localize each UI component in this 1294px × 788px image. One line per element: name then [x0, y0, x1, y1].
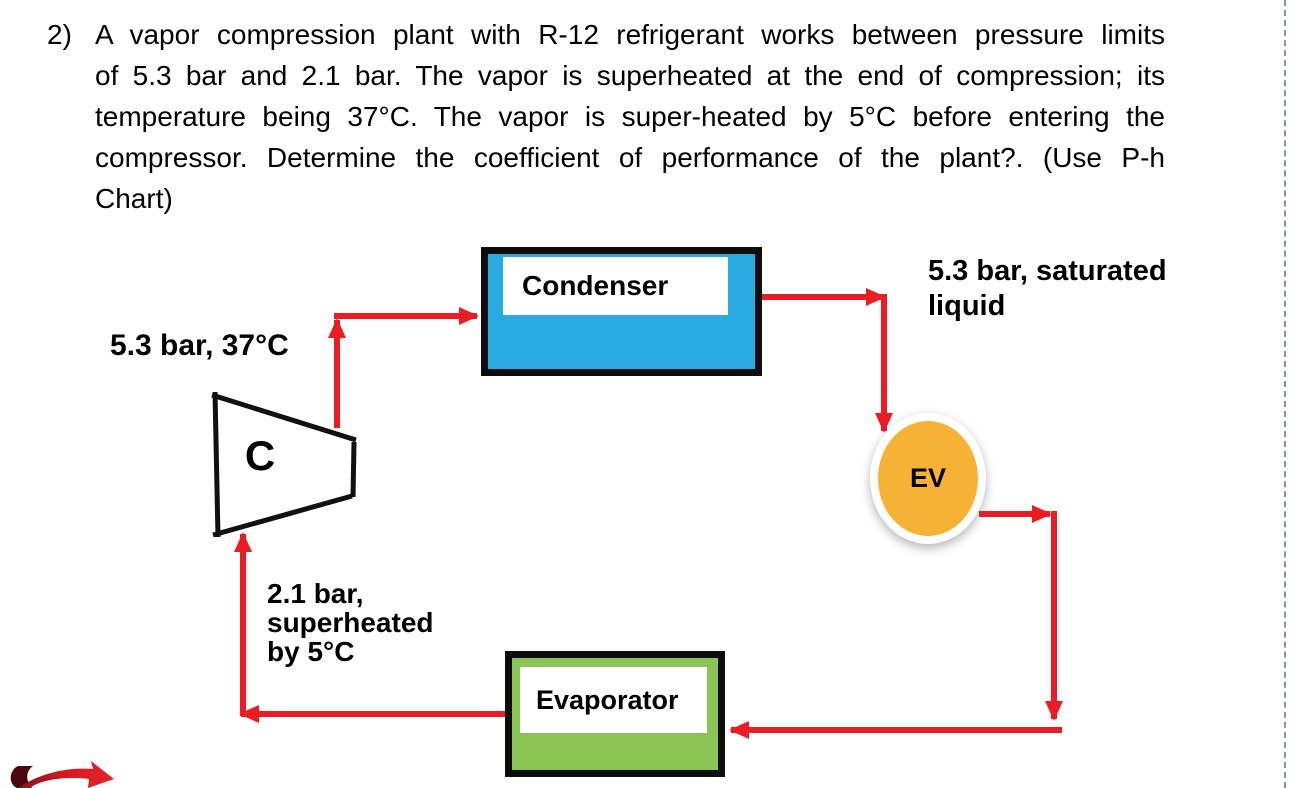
problem-line-4: compressor. Determine the coefficient of… [95, 142, 1165, 173]
compressor-label: C [244, 432, 276, 479]
label-condenser-outlet: 5.3 bar, saturated liquid [928, 254, 1167, 324]
label-condenser-outlet-line1: 5.3 bar, saturated [928, 255, 1167, 287]
problem-text: A vapor compression plant with R-12 refr… [95, 14, 1165, 219]
problem-line-1: A vapor compression plant with R-12 refr… [95, 19, 1165, 50]
problem-number: 2) [47, 19, 72, 50]
label-compressor-discharge: 5.3 bar, 37°C [110, 329, 289, 362]
label-evaporator-outlet-line2: superheated [267, 607, 434, 638]
page-margin-dashed-line [1284, 0, 1286, 788]
label-condenser-outlet-line2: liquid [928, 290, 1006, 322]
label-evaporator-outlet: 2.1 bar, superheated by 5°C [267, 579, 434, 666]
problem-line-3: temperature being 37°C. The vapor is sup… [95, 101, 1165, 132]
condenser-box: Condenser [481, 247, 762, 376]
ribbon-arrow-icon [10, 761, 114, 788]
condenser-label: Condenser [503, 257, 728, 315]
label-evaporator-outlet-line1: 2.1 bar, [267, 578, 364, 609]
problem-statement: 2) A vapor compression plant with R-12 r… [47, 14, 1165, 219]
expansion-valve-circle: EV [870, 413, 986, 544]
evaporator-box: Evaporator [505, 651, 725, 777]
label-evaporator-outlet-line3: by 5°C [267, 636, 355, 667]
problem-line-5: Chart) [95, 183, 173, 214]
evaporator-label: Evaporator [520, 667, 707, 733]
problem-line-2: of 5.3 bar and 2.1 bar. The vapor is sup… [95, 60, 1165, 91]
